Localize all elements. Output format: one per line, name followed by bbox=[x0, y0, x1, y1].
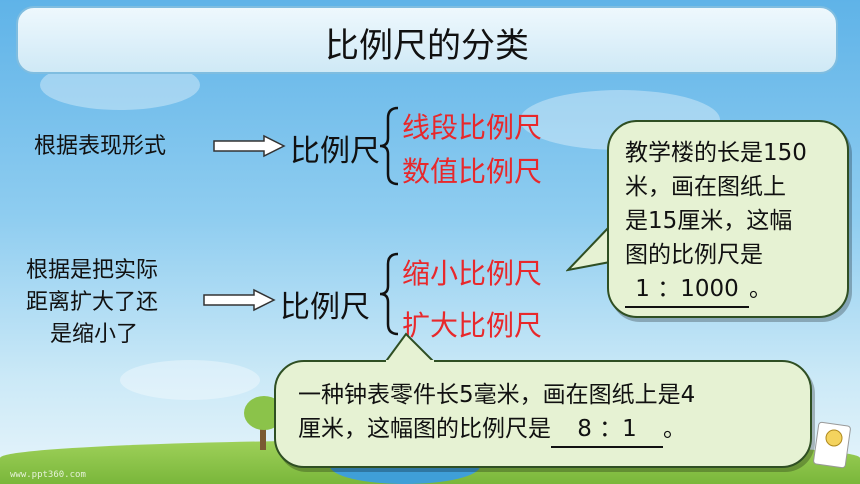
bubble1-end: 。 bbox=[749, 276, 772, 302]
row2-type-2: 扩大比例尺 bbox=[402, 309, 543, 342]
left-brace-icon bbox=[379, 252, 399, 336]
arrow-right-icon bbox=[203, 288, 276, 312]
title-bar: 比例尺的分类 bbox=[16, 6, 838, 74]
speech-bubble-example-1: 教学楼的长是150 米，画在图纸上 是15厘米，这幅 图的比例尺是 1 ：100… bbox=[607, 120, 849, 318]
bubble1-line-3: 是15厘米，这幅 bbox=[625, 208, 793, 234]
row1-type-1: 线段比例尺 bbox=[402, 111, 543, 144]
tree-trunk bbox=[260, 420, 266, 450]
left-brace-icon bbox=[379, 106, 399, 186]
row2-type-1: 缩小比例尺 bbox=[402, 257, 543, 290]
row1-label: 根据表现形式 bbox=[34, 134, 167, 159]
bubble1-answer: 1 ：1000 bbox=[625, 272, 749, 308]
bubble2-end: 。 bbox=[663, 416, 686, 442]
row2-label-line-3: 是缩小了 bbox=[50, 322, 139, 347]
arrow-right-icon bbox=[213, 134, 286, 158]
cloud-decoration bbox=[120, 360, 260, 400]
bubble1-line-1: 教学楼的长是150 bbox=[625, 140, 807, 166]
row1-type-2: 数值比例尺 bbox=[402, 155, 543, 188]
row2-target: 比例尺 bbox=[280, 290, 370, 325]
bubble1-line-2: 米，画在图纸上 bbox=[625, 174, 786, 200]
row2-label-line-1: 根据是把实际 bbox=[26, 258, 159, 283]
clock-icon bbox=[813, 421, 851, 469]
bubble2-answer: 8 ：1 bbox=[551, 412, 663, 448]
page-title: 比例尺的分类 bbox=[325, 26, 529, 66]
bubble-tail-join bbox=[386, 360, 434, 364]
bubble2-line-2-prefix: 厘米，这幅图的比例尺是 bbox=[298, 416, 551, 442]
bubble1-line-4: 图的比例尺是 bbox=[625, 242, 763, 268]
row1-target: 比例尺 bbox=[290, 134, 380, 169]
bubble2-line-1: 一种钟表零件长5毫米，画在图纸上是4 bbox=[298, 382, 696, 408]
row2-label-line-2: 距离扩大了还 bbox=[26, 290, 159, 315]
watermark: www.ppt360.com bbox=[10, 470, 86, 480]
